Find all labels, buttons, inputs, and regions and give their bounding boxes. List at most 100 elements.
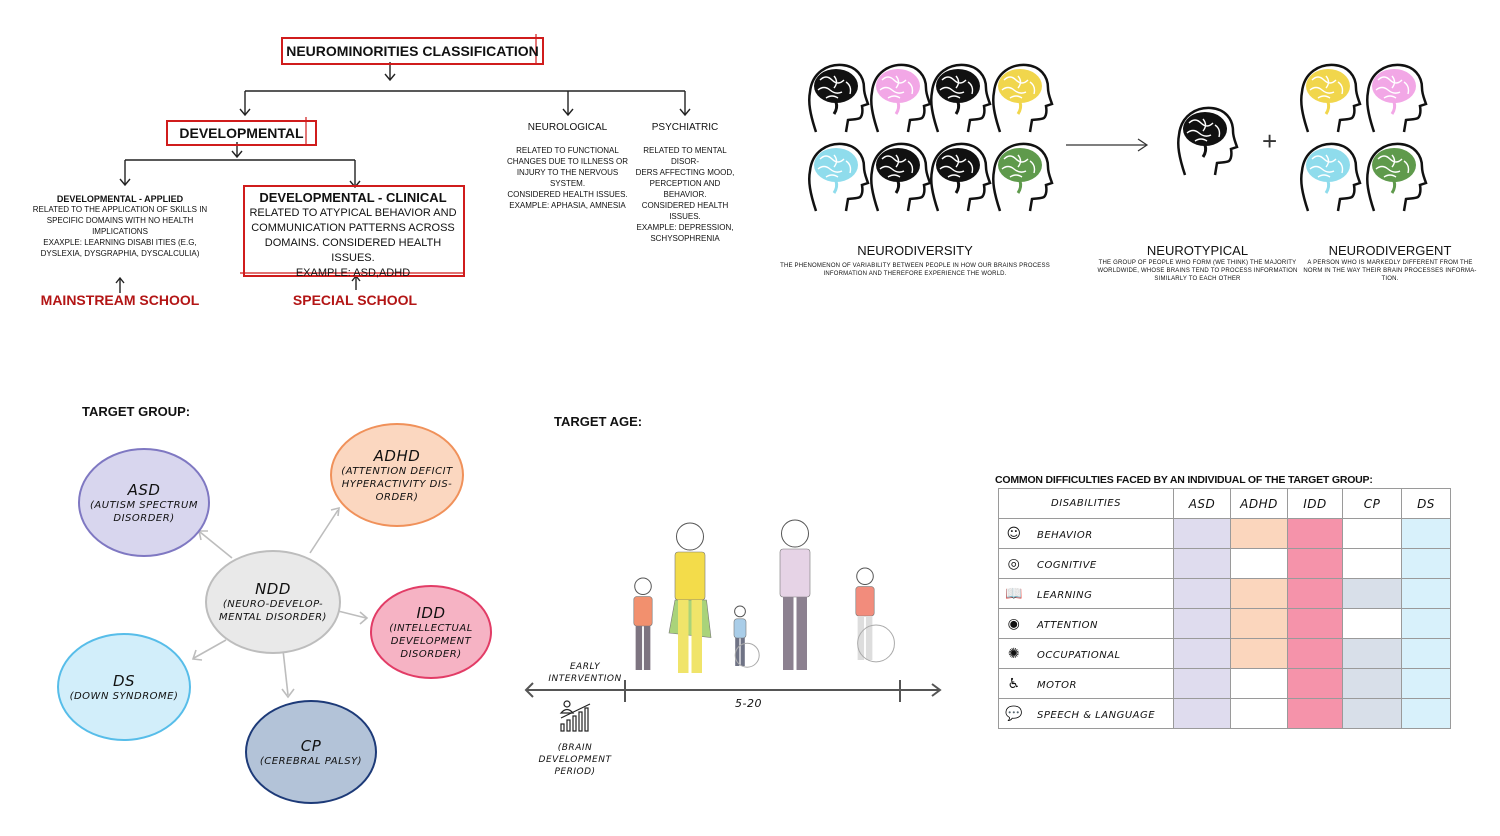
age-range-label: 5-20	[735, 697, 762, 710]
people-illustration	[633, 519, 895, 673]
column-header-cp: CP	[1342, 488, 1402, 519]
row-label-cell: ◎COGNITIVE	[998, 548, 1174, 579]
psychiatric-line: CONSIDERED HEALTH ISSUES.	[641, 201, 729, 221]
neurotypical-desc: THE GROUP OF PEOPLE WHO FORM (WE THINK) …	[1097, 260, 1298, 282]
cell-adhd	[1230, 668, 1288, 699]
table-row: 💬SPEECH & LANGUAGE	[998, 698, 1451, 729]
psychiatric-line: PERCEPTION AND BEHAVIOR.	[649, 179, 721, 199]
neurological-line: EXAMPLE: APHASIA, AMNESIA	[509, 201, 626, 210]
cell-asd	[1173, 518, 1231, 549]
row-label-cell: ☺BEHAVIOR	[998, 518, 1174, 549]
neurotypical-title: NEUROTYPICAL	[1146, 243, 1249, 258]
ds-abbr: DS	[112, 671, 136, 690]
woman-figure	[668, 522, 712, 673]
column-header-idd: IDD	[1287, 488, 1343, 519]
wheelchair-child-figure	[733, 605, 760, 668]
neurodivergent-title: NEURODIVERGENT	[1328, 243, 1452, 258]
clinical-line: DOMAINS. CONSIDERED HEALTH ISSUES.	[264, 237, 442, 264]
neurodiversity-desc: THE PHENOMENON OF VARIABILITY BETWEEN PE…	[780, 263, 1050, 277]
neurological-line: CONSIDERED HEALTH ISSUES.	[507, 190, 628, 199]
neurological-line: CHANGES DUE TO ILLNESS OR	[506, 157, 629, 166]
cell-idd	[1287, 578, 1343, 609]
brain-development-label: (BRAIN DEVELOPMENT PERIOD)	[538, 743, 612, 777]
cp-abbr: CP	[300, 736, 322, 755]
idd-abbr: IDD	[416, 603, 446, 622]
cell-ds	[1401, 668, 1451, 699]
row-label: MOTOR	[1037, 679, 1077, 691]
psychiatric-heading: PSYCHIATRIC	[651, 122, 719, 133]
cell-ds	[1401, 548, 1451, 579]
applied-line: DYSLEXIA, DYSGRAPHIA, DYSCALCULIA)	[40, 249, 200, 258]
clinical-line: COMMUNICATION PATTERNS ACROSS	[251, 222, 455, 234]
applied-line: IMPLICATIONS	[92, 227, 148, 236]
disabilities-header: DISABILITIES	[998, 488, 1174, 519]
clinical-red-frame	[243, 185, 465, 277]
clinical-line: RELATED TO ATYPICAL BEHAVIOR AND	[249, 207, 457, 219]
psychiatric-line: DERS AFFECTING MOOD,	[635, 168, 735, 177]
target-group-label: TARGET GROUP:	[82, 404, 191, 419]
clinical-line: EXAMPLE: ASD,ADHD	[295, 267, 411, 279]
row-label: SPEECH & LANGUAGE	[1037, 709, 1156, 721]
column-header-asd: ASD	[1173, 488, 1231, 519]
cell-adhd	[1230, 638, 1288, 669]
developmental-node: DEVELOPMENTAL	[166, 120, 317, 146]
neurodivergent-brain-icon	[1366, 63, 1428, 133]
cell-asd	[1173, 638, 1231, 669]
cell-ds	[1401, 578, 1451, 609]
brain-head-icon	[992, 142, 1054, 212]
row-label-cell: ◉ ATTENTION	[998, 608, 1174, 639]
man-figure	[779, 519, 811, 670]
cell-adhd	[1230, 578, 1288, 609]
open-book-icon: 📖	[1005, 585, 1023, 602]
table-row: ◎COGNITIVE	[998, 548, 1451, 579]
cell-cp	[1342, 578, 1402, 609]
cell-idd	[1287, 608, 1343, 639]
row-label-cell: ✺OCCUPATIONAL	[998, 638, 1174, 669]
classification-title: NEUROMINORITIES CLASSIFICATION	[281, 37, 544, 65]
ds-bubble: DS (DOWN SYNDROME)	[57, 633, 191, 741]
column-header-adhd: ADHD	[1230, 488, 1288, 519]
neurotypical-brain-icon	[1177, 106, 1239, 176]
cell-adhd	[1230, 518, 1288, 549]
neurodivergent-brain-icon	[1366, 142, 1428, 212]
cell-adhd	[1230, 698, 1288, 729]
special-school-label: SPECIAL SCHOOL	[292, 292, 418, 308]
ds-full: (DOWN SYNDROME)	[69, 690, 179, 702]
occupational-plate-icon: ✺	[1007, 645, 1021, 662]
table-row: ◉ ATTENTION	[998, 608, 1451, 639]
applied-line: SPECIFIC DOMAINS WITH NO HEALTH	[46, 216, 194, 225]
attention-target-icon: ◉	[1007, 615, 1021, 632]
asd-full: (AUTISM SPECTRUM DISORDER)	[90, 499, 198, 524]
brain-head-icon	[870, 63, 932, 133]
row-label: ATTENTION	[1037, 619, 1099, 631]
ndd-center-bubble: NDD (NEURO-DEVELOP-MENTAL DISORDER)	[205, 550, 341, 654]
row-label: COGNITIVE	[1037, 559, 1097, 571]
brain-head-icon	[808, 63, 870, 133]
neurodivergent-brain-icon	[1300, 63, 1362, 133]
psychiatric-line: EXAMPLE: DEPRESSION,	[636, 223, 734, 232]
brain-head-icon	[870, 142, 932, 212]
row-label: LEARNING	[1037, 589, 1093, 601]
mainstream-school-label: MAINSTREAM SCHOOL	[40, 292, 200, 308]
idd-bubble: IDD (INTELLECTUAL DEVELOPMENT DISORDER)	[370, 585, 492, 679]
psychiatric-line: RELATED TO MENTAL DISOR-	[643, 146, 727, 166]
asd-bubble: ASD (AUTISM SPECTRUM DISORDER)	[78, 448, 210, 557]
brain-head-icon	[930, 142, 992, 212]
cell-asd	[1173, 698, 1231, 729]
brain-head-icon	[930, 63, 992, 133]
cell-cp	[1342, 518, 1402, 549]
clinical-heading: DEVELOPMENTAL - CLINICAL	[259, 190, 447, 205]
wheelchair-icon: ♿	[1007, 675, 1021, 692]
column-header-ds: DS	[1401, 488, 1451, 519]
applied-line: RELATED TO THE APPLICATION OF SKILLS IN	[32, 205, 208, 214]
table-row: 📖 LEARNING	[998, 578, 1451, 609]
idd-full: (INTELLECTUAL DEVELOPMENT DISORDER)	[389, 622, 473, 660]
table-row: ♿ MOTOR	[998, 668, 1451, 699]
cell-ds	[1401, 638, 1451, 669]
cell-ds	[1401, 608, 1451, 639]
psychiatric-line: SCHYSOPHRENIA	[650, 234, 720, 243]
cell-cp	[1342, 698, 1402, 729]
